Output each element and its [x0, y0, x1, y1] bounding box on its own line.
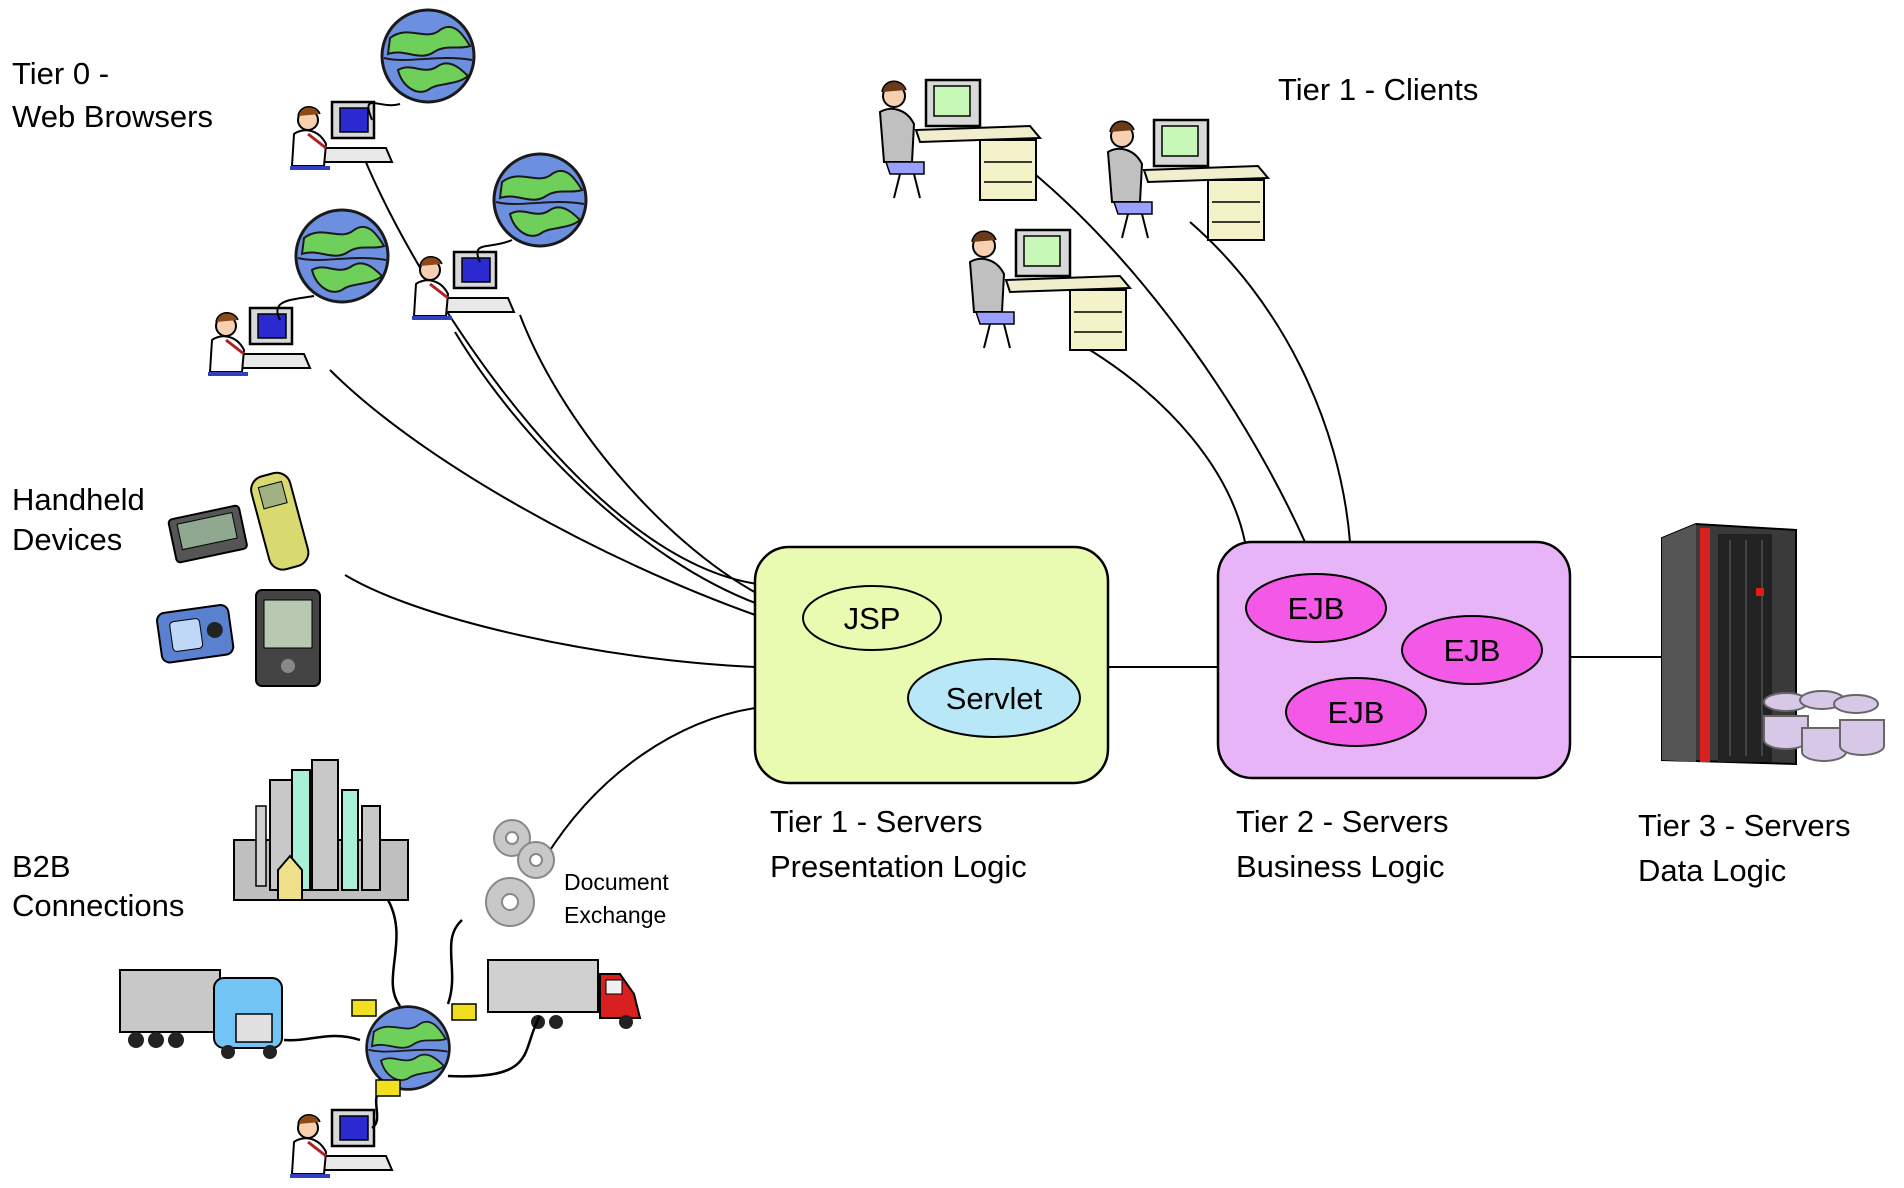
- tier3-servers-line2: Data Logic: [1638, 852, 1787, 888]
- connector-line: [329, 369, 759, 617]
- tier0-line2: Web Browsers: [12, 99, 213, 135]
- factory-icon: [233, 759, 409, 901]
- jsp-label: JSP: [844, 601, 901, 636]
- tier1-servers-line2: Presentation Logic: [770, 848, 1027, 884]
- mainframe-icon: [1661, 522, 1797, 766]
- document-exchange-line2: Exchange: [564, 902, 667, 929]
- web-user-icon: [410, 250, 516, 320]
- servlet-label: Servlet: [946, 681, 1043, 716]
- tier1-clients-label: Tier 1 - Clients: [1278, 72, 1479, 107]
- document-exchange-label: Document Exchange: [564, 866, 669, 933]
- globe-icon: [380, 8, 476, 104]
- b2b-line2: Connections: [12, 887, 185, 923]
- b2b-label: B2B Connections: [12, 848, 184, 926]
- presentation-logic-box: [753, 545, 1110, 785]
- ejb-component: [1285, 677, 1427, 747]
- connector-line: [364, 159, 759, 585]
- ejb-label: EJB: [1444, 633, 1501, 668]
- handheld-line1: Handheld: [12, 482, 145, 517]
- web-user-icon: [206, 306, 312, 376]
- truck-icon: [119, 969, 283, 1059]
- gears-icon: [485, 819, 555, 927]
- tier1-servers-line1: Tier 1 - Servers: [770, 804, 983, 839]
- database-icon: [1763, 690, 1885, 762]
- desk-client-icon: [1106, 118, 1270, 242]
- ejb-component: [1401, 615, 1543, 685]
- tier1-servers-label: Tier 1 - Servers Presentation Logic: [770, 800, 1027, 890]
- tier0-line1: Tier 0 -: [12, 56, 110, 91]
- ejb-label: EJB: [1288, 591, 1345, 626]
- globe-icon: [492, 152, 588, 248]
- jsp-component: [802, 585, 942, 651]
- desk-client-icon: [968, 228, 1132, 352]
- document-exchange-line1: Document: [564, 869, 669, 895]
- tier0-label: Tier 0 - Web Browsers: [12, 52, 213, 139]
- desk-client-icon: [878, 78, 1042, 202]
- globe-icon: [365, 1005, 451, 1091]
- connector-line: [454, 331, 759, 605]
- tier2-servers-line2: Business Logic: [1236, 848, 1445, 884]
- servlet-component: [907, 658, 1081, 738]
- connector-line: [1089, 349, 1246, 543]
- b2b-line1: B2B: [12, 849, 71, 884]
- handheld-line2: Devices: [12, 521, 123, 557]
- tier2-servers-label: Tier 2 - Servers Business Logic: [1236, 800, 1448, 890]
- connector-line: [544, 707, 756, 859]
- ejb-component: [1245, 573, 1387, 643]
- web-user-icon: [288, 100, 394, 170]
- tier3-servers-label: Tier 3 - Servers Data Logic: [1638, 804, 1850, 894]
- truck-icon: [487, 959, 642, 1029]
- tier3-servers-line1: Tier 3 - Servers: [1638, 808, 1851, 843]
- handheld-label: Handheld Devices: [12, 480, 145, 559]
- tier2-servers-line1: Tier 2 - Servers: [1236, 804, 1449, 839]
- connector-line: [344, 574, 756, 668]
- handheld-icon: [156, 471, 321, 687]
- connector-line: [1189, 221, 1351, 543]
- globe-icon: [294, 208, 390, 304]
- connector-line: [1029, 169, 1306, 543]
- connector-line: [519, 314, 759, 595]
- ejb-label: EJB: [1328, 695, 1385, 730]
